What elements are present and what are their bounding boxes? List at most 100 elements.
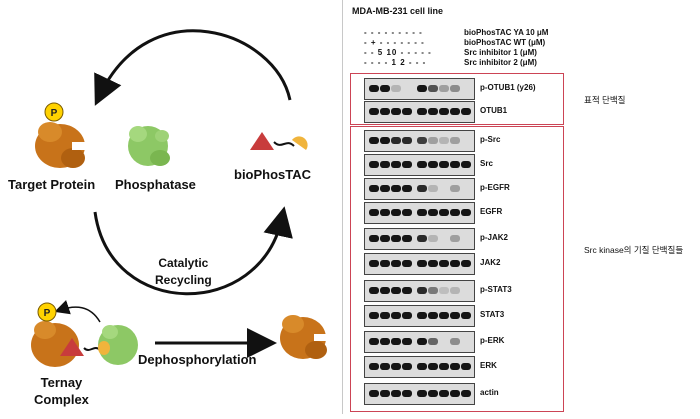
blot-band — [402, 287, 412, 294]
biophostac-icon — [250, 132, 308, 150]
blot-band — [369, 185, 379, 192]
blot-band — [461, 108, 471, 115]
substrate-group-label: Src kinase의 기질 단백질들 — [584, 245, 684, 255]
blot-band — [439, 287, 449, 294]
blot-label: EGFR — [480, 207, 503, 216]
blot-band — [439, 363, 449, 370]
blot-band — [450, 312, 460, 319]
blot-band — [417, 137, 427, 144]
blot-strip — [364, 154, 475, 176]
treatment-signs: - - - - 1 2 - - - — [364, 58, 427, 67]
western-blot-panel: MDA-MB-231 cell line - - - - - - - - -bi… — [344, 0, 700, 414]
svg-text:P: P — [51, 108, 58, 119]
catalytic-recycling-arrow — [93, 206, 293, 296]
blot-band — [369, 363, 379, 370]
blot-band — [461, 390, 471, 397]
blot-band — [391, 287, 401, 294]
blot-band — [391, 85, 401, 92]
blot-band — [369, 390, 379, 397]
blot-band — [369, 260, 379, 267]
blot-band — [391, 108, 401, 115]
blot-band — [450, 363, 460, 370]
blot-band — [417, 312, 427, 319]
blot-band — [461, 209, 471, 216]
blot-band — [428, 363, 438, 370]
blot-band — [450, 287, 460, 294]
blot-band — [391, 260, 401, 267]
blot-band — [391, 312, 401, 319]
blot-band — [417, 161, 427, 168]
blot-label: Src — [480, 159, 493, 168]
blot-band — [369, 108, 379, 115]
blot-band — [391, 185, 401, 192]
blot-band — [369, 338, 379, 345]
blot-band — [428, 85, 438, 92]
target-protein-box — [350, 73, 564, 125]
blot-band — [380, 137, 390, 144]
cell-line-label: MDA-MB-231 cell line — [352, 6, 444, 16]
blot-band — [369, 85, 379, 92]
blot-band — [402, 338, 412, 345]
blot-band — [428, 137, 438, 144]
biophostac-label: bioPhosTAC — [234, 167, 312, 182]
blot-band — [380, 363, 390, 370]
blot-band — [402, 260, 412, 267]
blot-band — [402, 209, 412, 216]
blot-band — [380, 312, 390, 319]
blot-strip — [364, 78, 475, 100]
blot-band — [380, 108, 390, 115]
blot-label: p-EGFR — [480, 183, 510, 192]
blot-band — [380, 235, 390, 242]
catalytic-recycling-label: Catalytic Recycling — [155, 256, 212, 287]
blot-label: p-OTUB1 (y26) — [480, 83, 536, 92]
blot-band — [391, 209, 401, 216]
blot-band — [391, 137, 401, 144]
blot-strip — [364, 228, 475, 250]
blot-band — [439, 209, 449, 216]
blot-band — [402, 312, 412, 319]
blot-band — [402, 235, 412, 242]
blot-band — [402, 161, 412, 168]
blot-band — [380, 209, 390, 216]
blot-band — [439, 85, 449, 92]
dephosphorylated-target-icon — [280, 315, 328, 359]
blot-band — [369, 235, 379, 242]
blot-label: actin — [480, 388, 499, 397]
blot-label: OTUB1 — [480, 106, 508, 115]
blot-label: p-JAK2 — [480, 233, 509, 242]
blot-band — [439, 108, 449, 115]
blot-band — [439, 312, 449, 319]
blot-band — [369, 137, 379, 144]
blot-band — [380, 85, 390, 92]
blot-strip — [364, 356, 475, 378]
blot-band — [417, 108, 427, 115]
target-protein-label: Target Protein — [8, 177, 96, 192]
treatment-name: bioPhosTAC YA 10 μM — [464, 28, 549, 37]
blot-band — [428, 390, 438, 397]
blot-strip — [364, 280, 475, 302]
blot-band — [461, 312, 471, 319]
blot-band — [428, 209, 438, 216]
blot-strip — [364, 253, 475, 275]
blot-strip — [364, 202, 475, 224]
blot-strip — [364, 178, 475, 200]
blot-band — [380, 287, 390, 294]
blot-band — [417, 260, 427, 267]
blot-band — [369, 209, 379, 216]
blot-band — [450, 85, 460, 92]
blot-band — [428, 287, 438, 294]
blot-strip — [364, 130, 475, 152]
mechanism-diagram: P P — [0, 0, 342, 414]
blot-band — [391, 363, 401, 370]
treatment-signs: - + - - - - - - - — [364, 38, 425, 47]
blot-strip — [364, 331, 475, 353]
blot-band — [402, 363, 412, 370]
released-phospho-badge-icon: P — [37, 302, 57, 322]
blot-band — [450, 108, 460, 115]
blot-band — [450, 260, 460, 267]
blot-strip — [364, 383, 475, 405]
blot-band — [428, 338, 438, 345]
blot-band — [380, 338, 390, 345]
ternary-complex-label: Ternay Complex — [34, 375, 89, 407]
mechanism-svg: P P — [31, 29, 328, 367]
